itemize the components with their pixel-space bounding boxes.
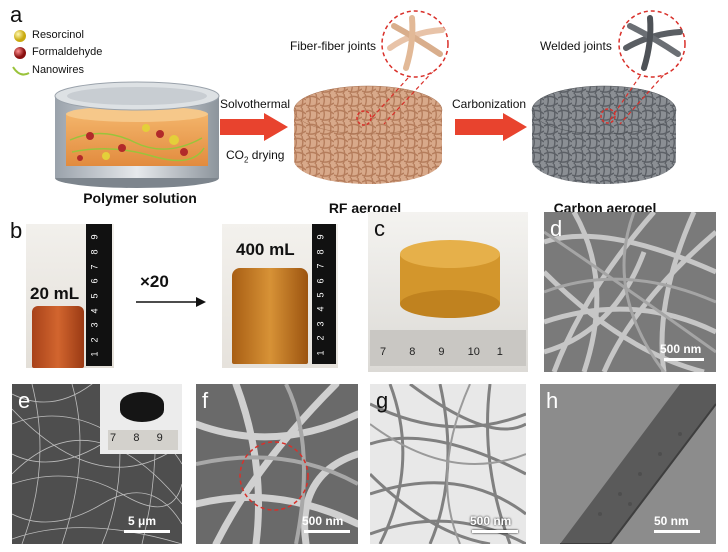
arrow-carbonization [455, 113, 527, 141]
panel-label-h: h [546, 388, 559, 413]
small-sample-volume: 20 mL [30, 284, 80, 303]
ruler-tick-label: 4 [89, 307, 100, 314]
step-solvothermal-label: Solvothermal [220, 97, 291, 111]
zoom-fiber-joints-label: Fiber-fiber joints [290, 39, 377, 53]
ruler-tick-label: 1 [496, 346, 503, 358]
ruler-c-ticks: 7 8 9 10 1 [378, 344, 524, 362]
caption-polymer-solution: Polymer solution [83, 190, 197, 206]
legend: Resorcinol Formaldehyde Nanowires [12, 28, 132, 88]
arrow-solvothermal [220, 113, 288, 141]
panel-label-d: d [550, 216, 563, 241]
sem-fibers-d [544, 212, 716, 372]
tem-single-fiber-h [560, 384, 716, 544]
ruler-tick-label: 7 [315, 263, 326, 269]
panel-label-b: b [10, 218, 23, 243]
step-co2-label: CO2 drying [226, 148, 284, 164]
scale-bar-f [304, 530, 350, 533]
inset-black-sample [120, 392, 164, 422]
ruler-tick-label: 4 [315, 306, 326, 312]
co2-text: CO [226, 148, 244, 162]
zoom-welded-joints-label: Welded joints [540, 39, 612, 53]
ruler-tick-label: 7 [110, 432, 117, 444]
ruler-tick-label: 7 [380, 346, 387, 358]
ruler-tick-label: 6 [315, 278, 326, 284]
panel-label-c: c [374, 216, 385, 241]
scale-label-d: 500 nm [660, 342, 702, 356]
ruler-tick-label: 9 [89, 234, 100, 240]
ruler-tick-label: 8 [315, 249, 326, 255]
ruler-tick-label: 6 [89, 278, 100, 284]
ruler-tick-label: 3 [89, 322, 100, 328]
ruler-tick-label: 8 [409, 346, 416, 358]
co2-subscript: 2 [244, 155, 249, 165]
sem-panel-f [196, 384, 358, 544]
tem-fibers-g [370, 384, 526, 544]
scale-bar-d [664, 358, 704, 361]
ruler-tick-label: 1 [89, 351, 100, 357]
ruler-large [312, 224, 336, 364]
sem-panel-d [544, 212, 716, 372]
large-sample-volume: 400 mL [236, 240, 295, 259]
sem-fibers-f [196, 384, 358, 544]
drying-text: drying [248, 148, 285, 162]
ruler-tick-label: 1 [315, 350, 326, 356]
ruler-tick-label: 7 [89, 264, 100, 270]
ruler-tick-label: 2 [89, 337, 100, 343]
scale-label-h: 50 nm [654, 514, 689, 528]
ruler-c [370, 330, 526, 366]
ruler-tick-label: 8 [133, 432, 140, 444]
zoom-welded-joints [609, 10, 686, 125]
rf-aerogel-illustration [293, 85, 443, 184]
step-carbonization-label: Carbonization [452, 97, 527, 111]
ruler-large-ticks: 1 2 3 4 5 6 7 8 9 [316, 228, 334, 362]
ruler-tick-label: 9 [315, 234, 326, 240]
ruler-small-ticks: 1 2 3 4 5 6 7 8 9 [90, 228, 110, 364]
scale-bar-e [124, 530, 170, 533]
legend-resorcinol: Resorcinol [32, 29, 84, 41]
panel-label-a: a [10, 2, 23, 27]
scale-label-f: 500 nm [302, 514, 344, 528]
ruler-small [86, 224, 112, 366]
ruler-tick-label: 3 [315, 321, 326, 327]
panel-label-g: g [376, 388, 389, 413]
polymer-solution-container [54, 81, 220, 188]
scale-bar-g [472, 530, 518, 533]
multiplier-label: ×20 [140, 272, 169, 291]
small-sample-cylinder [32, 306, 84, 368]
ruler-tick-label: 5 [315, 292, 326, 298]
tem-panel-h [540, 384, 716, 544]
scale-label-e: 5 μm [128, 514, 157, 528]
ruler-tick-label: 10 [467, 346, 480, 358]
scale-bar-h [654, 530, 700, 533]
ruler-tick-label: 9 [156, 432, 163, 444]
ruler-tick-label: 5 [89, 293, 100, 299]
ruler-tick-label: 2 [315, 335, 326, 341]
panel-label-f: f [202, 388, 209, 413]
formaldehyde-icon [14, 47, 26, 59]
legend-formaldehyde: Formaldehyde [32, 46, 103, 58]
zoom-fiber-joints [369, 10, 449, 125]
tem-panel-g [370, 384, 526, 544]
carbon-aerogel-illustration [531, 85, 677, 184]
ruler-tick-label: 9 [438, 346, 445, 358]
inset-ruler-e: 7 8 9 [108, 430, 178, 450]
resorcinol-icon [14, 30, 26, 42]
large-sample-cylinder [232, 268, 308, 364]
legend-nanowires: Nanowires [32, 64, 84, 76]
sample-c-cylinder [400, 240, 500, 318]
scale-label-g: 500 nm [470, 514, 512, 528]
ruler-tick-label: 8 [89, 249, 100, 255]
arrow-scale-up [136, 297, 206, 307]
panel-label-e: e [18, 388, 31, 413]
nanowire-icon [12, 66, 30, 76]
